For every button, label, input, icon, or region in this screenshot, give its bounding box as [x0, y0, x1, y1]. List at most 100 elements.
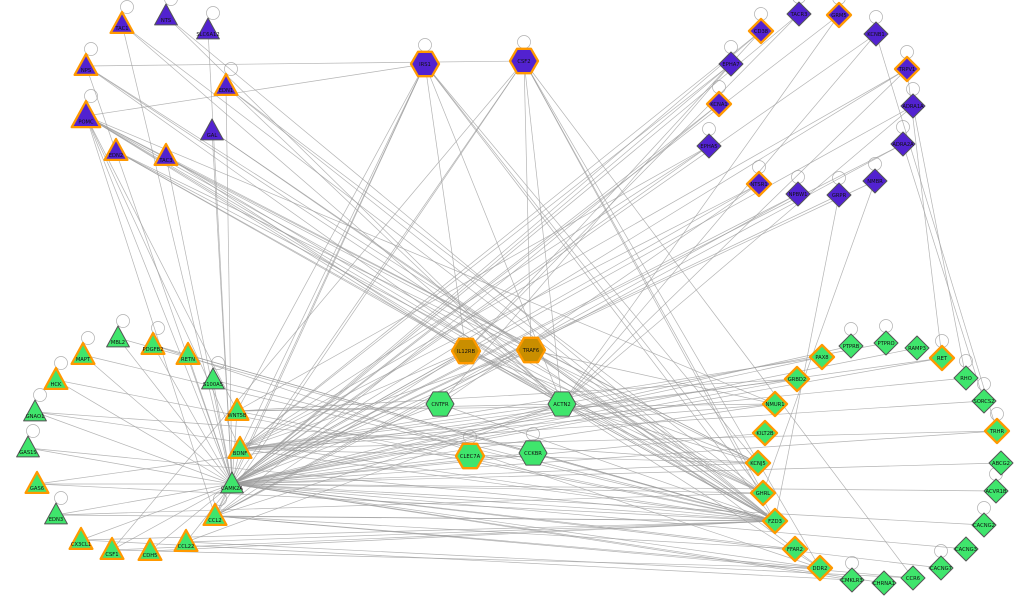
node-TAC1[interactable] [109, 10, 135, 35]
node-KCNA1[interactable] [705, 90, 733, 118]
edge-EPHA7-CNTFR [439, 63, 732, 405]
node-EDN3[interactable] [44, 502, 68, 525]
node-DDR2[interactable] [806, 554, 834, 582]
edge-GAS1-FZD3 [27, 447, 776, 522]
edge-CAMK2A-EDN3 [55, 483, 233, 516]
node-EPHA7[interactable] [718, 51, 744, 77]
node-FFAR2[interactable] [781, 535, 809, 563]
node-CSF1[interactable] [99, 536, 125, 561]
node-NPS[interactable] [73, 52, 99, 77]
node-CCL22[interactable] [173, 528, 199, 553]
node-CLEC7A[interactable] [454, 442, 486, 470]
node-GAS1[interactable] [16, 435, 40, 458]
node-CSF2[interactable] [508, 47, 540, 75]
edge-ABCG2-CAMK2A [231, 462, 1002, 485]
edge-ACTN2-KCNJ5 [561, 403, 759, 464]
node-CCL2[interactable] [202, 502, 228, 527]
edges-layer [27, 13, 1002, 584]
node-CACNG7[interactable] [928, 555, 954, 581]
self-loop-MAPT [81, 331, 95, 345]
edge-CAMK2A-DDR2 [231, 483, 821, 569]
node-WNT5B[interactable] [224, 397, 250, 422]
node-HCK[interactable] [43, 366, 69, 391]
node-CDH5[interactable] [137, 537, 163, 562]
self-loop-CCKBR [526, 427, 540, 441]
node-CX3CL1[interactable] [68, 526, 94, 551]
edge-CAMK2A-GAS1 [27, 447, 233, 485]
edge-KCNB1-TRHR [875, 33, 998, 432]
node-CD38[interactable] [747, 17, 775, 45]
node-PTPRO[interactable] [873, 330, 899, 356]
edge-ACTN2-DDR2 [561, 403, 821, 569]
node-GHR[interactable] [749, 479, 777, 507]
edge-ACVR1B-CAMK2A [231, 483, 997, 492]
node-NMUR1[interactable] [761, 390, 789, 418]
node-NTS[interactable] [154, 3, 178, 26]
node-GNAO1[interactable] [23, 399, 47, 422]
node-NMBR[interactable] [862, 168, 888, 194]
edge-BDNF-PAX8 [239, 356, 823, 450]
node-TRHR[interactable] [983, 417, 1011, 445]
node-CACNG2[interactable] [971, 512, 997, 538]
node-ADRA1A[interactable] [900, 93, 926, 119]
node-MBL2[interactable] [106, 325, 130, 348]
node-CHRNA1[interactable] [871, 570, 897, 596]
node-EDN1[interactable] [213, 72, 239, 97]
node-RETN[interactable] [175, 341, 201, 366]
node-CMKLR1[interactable] [839, 567, 865, 593]
node-TRPV1[interactable] [893, 55, 921, 83]
node-CCKBR[interactable] [518, 440, 548, 466]
edge-CSF2-DDR2 [523, 60, 821, 569]
node-PAX8[interactable] [808, 343, 836, 371]
node-GAS6[interactable] [24, 470, 50, 495]
edge-CACNG3-CAMK2A [231, 483, 967, 550]
node-BDNF[interactable] [227, 435, 253, 460]
node-CAMK2A[interactable] [220, 471, 244, 494]
node-GRPR[interactable] [826, 182, 852, 208]
node-RET[interactable] [928, 344, 956, 372]
edge-CSF2-FZD3 [523, 60, 776, 522]
edge-TAC1-CAMK2A [121, 23, 233, 485]
node-NPBWR1[interactable] [785, 181, 811, 207]
edge-CHRNA1-CAMK2A [231, 483, 885, 584]
node-POMC[interactable] [70, 99, 102, 129]
node-KCNJ5[interactable] [744, 449, 772, 477]
node-ADRA2A[interactable] [890, 131, 916, 157]
node-IL12RB[interactable] [450, 337, 482, 365]
node-RAMP3[interactable] [904, 335, 930, 361]
node-KCNB1[interactable] [863, 21, 889, 47]
node-SORCS2[interactable] [971, 388, 997, 414]
node-TAC3[interactable] [153, 142, 179, 167]
node-GRID2[interactable] [783, 365, 811, 393]
node-MAPT[interactable] [70, 341, 96, 366]
node-ACTN2[interactable] [547, 391, 577, 417]
node-CACNG3[interactable] [953, 536, 979, 562]
edge-EPHA7-BDNF [239, 63, 732, 450]
node-S100A5[interactable] [201, 367, 225, 390]
edge-EPHA5-BDNF [239, 145, 710, 450]
node-CCR6[interactable] [900, 565, 926, 591]
node-IRS1[interactable] [409, 50, 441, 78]
node-PDGFB[interactable] [140, 331, 166, 356]
edge-PTPRO-ACTN2 [561, 342, 887, 405]
node-KITLG[interactable] [751, 419, 779, 447]
edge-GAL-TRAF6 [211, 130, 532, 351]
node-RHO[interactable] [953, 365, 979, 391]
node-ABCG2[interactable] [988, 450, 1014, 476]
node-FZD3[interactable] [761, 507, 789, 535]
edge-CCL22-FZD3 [185, 520, 776, 543]
edge-CAMK2A-KCNJ5 [231, 462, 759, 485]
node-NTSR1[interactable] [745, 170, 773, 198]
node-TRAF6[interactable] [515, 336, 547, 364]
node-PTPRB[interactable] [838, 333, 864, 359]
node-SLC6A12[interactable] [196, 17, 220, 40]
node-ACVR1B[interactable] [983, 478, 1009, 504]
node-CNTFR[interactable] [425, 391, 455, 417]
node-EDN2[interactable] [103, 137, 129, 162]
node-GRM5[interactable] [825, 1, 853, 29]
node-GAL[interactable] [200, 118, 224, 141]
node-TACR3[interactable] [786, 1, 812, 27]
edge-ACTN2-BDNF [239, 403, 563, 450]
edge-NTS-ACTN2 [165, 15, 563, 405]
node-EPHA5[interactable] [696, 133, 722, 159]
